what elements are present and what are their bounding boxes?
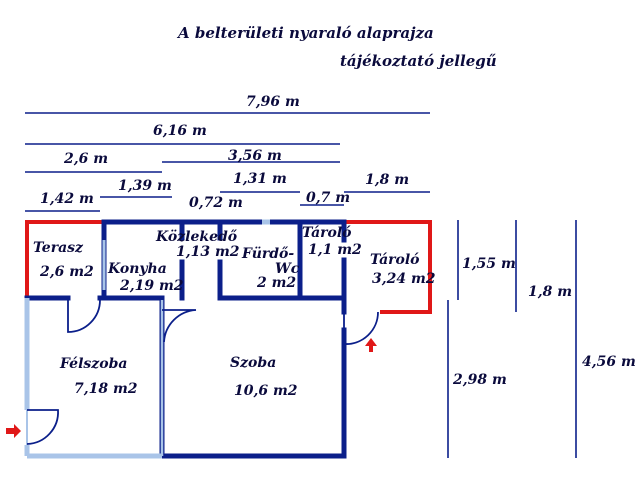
dim-label-7-96: 7,96 m [246, 94, 300, 110]
room-tarolo-small-area: 1,1 m2 [308, 242, 362, 258]
windows [24, 219, 270, 459]
doors [26, 298, 379, 445]
dim-label-1-55: 1,55 m [462, 256, 516, 272]
room-felszoba-name: Félszoba [59, 356, 127, 372]
room-kozlekedo-area: 1,13 m2 [176, 244, 240, 260]
top-dimension-lines [25, 112, 430, 212]
door-swing-icon [162, 309, 197, 343]
entry-arrows [6, 338, 377, 438]
entry-arrow-icon [365, 338, 377, 352]
terrace-outline [25, 220, 104, 298]
door-swing-icon [67, 298, 101, 333]
room-konyha-area: 2,19 m2 [119, 278, 184, 294]
dim-label-1-31: 1,31 m [233, 171, 287, 187]
room-terasz-area: 2,6 m2 [39, 264, 94, 280]
room-konyha-name: Konyha [107, 261, 167, 277]
dim-label-0-72: 0,72 m [189, 195, 243, 211]
room-felszoba-area: 7,18 m2 [74, 381, 138, 397]
room-tarolo-large-area: 3,24 m2 [372, 271, 436, 287]
plan-subtitle: tájékoztató jellegű [340, 52, 497, 70]
dim-label-3-56: 3,56 m [228, 148, 282, 164]
dim-label-6-16: 6,16 m [153, 123, 207, 139]
dim-label-2-98: 2,98 m [452, 372, 507, 388]
door-swing-icon [26, 409, 59, 445]
dim-label-0-7: 0,7 m [306, 190, 350, 206]
room-szoba-name: Szoba [230, 355, 276, 371]
dim-label-4-56: 4,56 m [582, 354, 636, 370]
plan-title: A belterületi nyaraló alaprajza [176, 24, 434, 42]
room-kozlekedo-name: Közlekedő [155, 229, 238, 245]
room-furdo-area: 2 m2 [256, 275, 296, 291]
door-swing-icon [343, 311, 379, 345]
dim-label-2-6: 2,6 m [63, 151, 108, 167]
dim-label-1-8: 1,8 m [365, 172, 409, 188]
storage-outline [344, 220, 432, 314]
dim-label-1-42: 1,42 m [40, 191, 94, 207]
room-terasz-name: Terasz [33, 240, 84, 256]
entry-arrow-icon [6, 424, 21, 438]
dim-label-1-8-vertical: 1,8 m [528, 284, 572, 300]
room-furdo-name: Fürdő- [241, 246, 294, 262]
dim-label-1-39: 1,39 m [118, 178, 172, 194]
room-furdo-name2: Wc [275, 261, 300, 277]
right-dimension-lines [447, 220, 577, 458]
room-szoba-area: 10,6 m2 [234, 383, 298, 399]
room-tarolo-large-name: Tároló [370, 252, 420, 268]
room-tarolo-small-name: Tároló [302, 225, 352, 241]
